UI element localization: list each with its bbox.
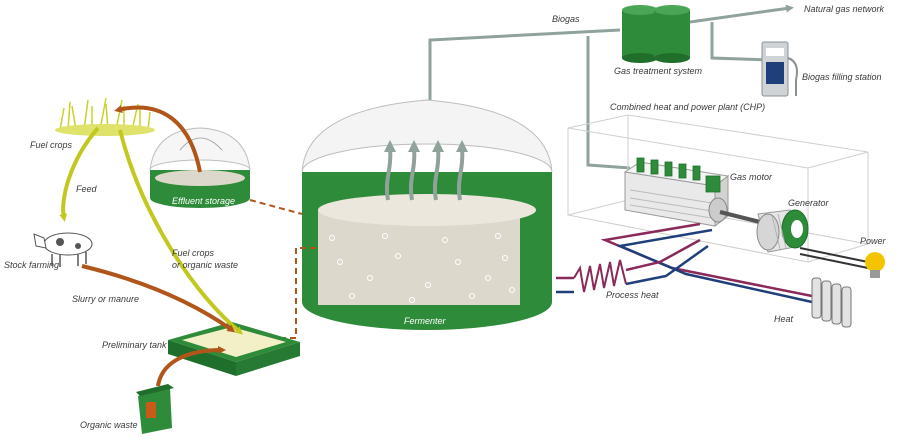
gas-treatment-system	[622, 5, 690, 63]
arrow-crops-to-tank	[118, 129, 244, 335]
label-fuel-crops-organic-waste-1: Fuel crops	[172, 248, 215, 258]
gas-motor	[623, 157, 730, 228]
label-gas-treatment-system: Gas treatment system	[614, 66, 703, 76]
arrow-slurry-to-tank	[81, 264, 236, 333]
label-biogas-filling-station: Biogas filling station	[802, 72, 882, 82]
cow-icon	[33, 232, 93, 267]
power-cables	[799, 247, 869, 269]
label-natural-gas-network: Natural gas network	[804, 4, 885, 14]
label-power: Power	[860, 236, 887, 246]
waste-bin-icon	[136, 384, 174, 434]
lightbulb-icon	[865, 252, 885, 278]
label-chp: Combined heat and power plant (CHP)	[610, 102, 765, 112]
label-slurry-or-manure: Slurry or manure	[72, 294, 139, 304]
radiator-icon	[811, 277, 852, 328]
fermenter	[301, 99, 553, 330]
label-gas-motor: Gas motor	[730, 172, 773, 182]
flow-arrows	[59, 105, 244, 387]
process-heat-exchanger	[573, 259, 627, 293]
arrow-waste-to-tank	[156, 346, 226, 387]
label-preliminary-tank: Preliminary tank	[102, 340, 167, 350]
label-organic-waste: Organic waste	[80, 420, 138, 430]
effluent-pipe	[249, 199, 303, 215]
feed-pipe	[280, 247, 318, 339]
label-generator: Generator	[788, 198, 830, 208]
motor-shaft	[719, 210, 761, 224]
biogas-pipe	[428, 4, 794, 170]
label-process-heat: Process heat	[606, 290, 659, 300]
label-heat: Heat	[774, 314, 794, 324]
heat-pipes	[556, 222, 813, 304]
label-feed: Feed	[76, 184, 98, 194]
arrow-effluent-to-crops	[114, 105, 202, 173]
gas-pump-icon	[761, 41, 798, 97]
label-fuel-crops-organic-waste-2: or organic waste	[172, 260, 238, 270]
grass-ground	[55, 124, 155, 136]
label-biogas: Biogas	[552, 14, 580, 24]
preliminary-tank	[168, 322, 300, 376]
effluent-storage	[149, 127, 251, 208]
label-effluent-storage: Effluent storage	[172, 196, 235, 206]
label-fuel-crops: Fuel crops	[30, 140, 73, 150]
label-stock-farming: Stock farming	[4, 260, 59, 270]
arrow-crops-to-feed	[59, 126, 100, 222]
generator	[756, 209, 809, 253]
label-fermenter: Fermenter	[404, 316, 447, 326]
